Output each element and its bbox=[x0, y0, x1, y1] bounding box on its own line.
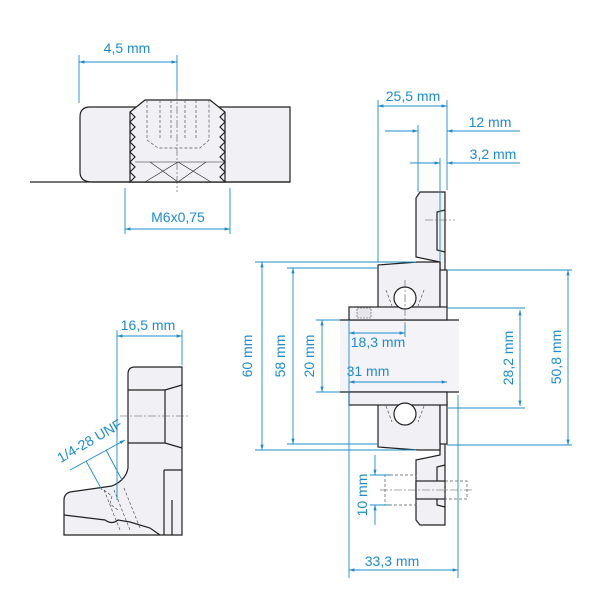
set-screw bbox=[129, 99, 226, 183]
dim-31mm: 31 mm bbox=[347, 363, 390, 379]
thread-left bbox=[129, 111, 136, 183]
thread-right bbox=[219, 111, 226, 183]
dim-58mm: 58 mm bbox=[272, 335, 288, 378]
dim-60mm: 60 mm bbox=[239, 335, 255, 378]
grease-detail: 16,5 mm 1/4-28 UNF bbox=[54, 317, 188, 536]
dim-18-3mm: 18,3 mm bbox=[351, 334, 405, 350]
dim-50-8mm: 50,8 mm bbox=[548, 330, 564, 384]
dim-10mm: 10 mm bbox=[354, 474, 370, 517]
dim-1-4-28-unf: 1/4-28 UNF bbox=[54, 416, 125, 466]
section-view: 25,5 mm 12 mm 3,2 mm 60 mm 58 mm 20 mm 1… bbox=[239, 88, 572, 578]
setscrew bbox=[356, 307, 372, 319]
dim-33-3mm: 33,3 mm bbox=[365, 553, 419, 569]
dim-16-5mm: 16,5 mm bbox=[121, 317, 175, 333]
dim-3-2mm: 3,2 mm bbox=[470, 146, 517, 162]
ball-lower bbox=[393, 402, 417, 426]
dim-28-2mm: 28,2 mm bbox=[500, 331, 516, 385]
setscrew-detail: 4,5 mm M6x0,75 bbox=[30, 40, 291, 234]
dim-20mm: 20 mm bbox=[301, 335, 317, 378]
dim-4-5mm: 4,5 mm bbox=[104, 40, 151, 56]
shaft bbox=[340, 320, 459, 392]
bolt bbox=[380, 474, 472, 506]
dim-12mm: 12 mm bbox=[469, 114, 512, 130]
dim-m6x075: M6x0,75 bbox=[151, 209, 205, 225]
dim-25-5mm: 25,5 mm bbox=[386, 88, 440, 104]
